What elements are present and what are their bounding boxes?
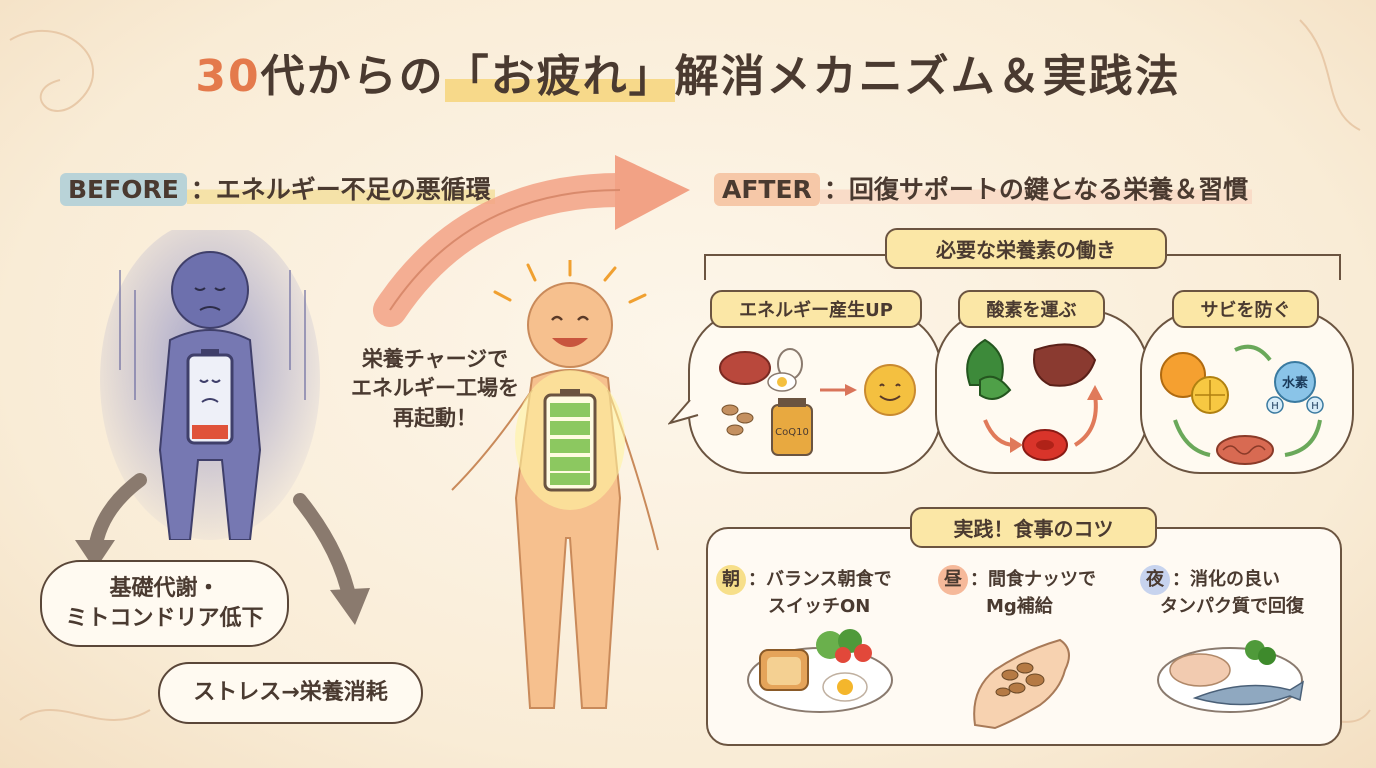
oxygen-foods-illustration bbox=[966, 338, 1103, 461]
liver-icon bbox=[1033, 343, 1097, 387]
nuts-icon bbox=[721, 404, 754, 436]
broccoli-icon bbox=[1245, 640, 1276, 665]
tip-night: 夜：消化の良い タンパク質で回復 bbox=[1140, 565, 1335, 619]
tip-noon-line2: Mg補給 bbox=[986, 596, 1053, 617]
night-dot: 夜 bbox=[1140, 565, 1170, 595]
mitochondria-icon bbox=[1216, 435, 1274, 465]
tip-noon-line1: ：間食ナッツで bbox=[970, 569, 1096, 590]
fish-icon bbox=[1192, 680, 1305, 706]
title-post: 解消メカニズム＆実践法 bbox=[674, 51, 1181, 102]
before-tag: BEFORE bbox=[60, 173, 187, 206]
energy-production-label: エネルギー産生UP bbox=[710, 290, 922, 328]
tip-noon: 昼：間食ナッツで Mg補給 bbox=[938, 565, 1138, 619]
nuts-hand-illustration bbox=[973, 638, 1070, 730]
bubble1-line1: 基礎代謝・ bbox=[109, 576, 220, 601]
practice-title: 実践！食事のコツ bbox=[910, 507, 1157, 548]
coq10-label: CoQ10 bbox=[775, 427, 809, 438]
dinner-plate-illustration bbox=[1157, 640, 1305, 713]
charge-line1: 栄養チャージで bbox=[361, 347, 509, 371]
hydrogen-atom-label-left: H bbox=[1271, 401, 1279, 412]
spinach-icon bbox=[966, 338, 1004, 386]
title-number: 30 bbox=[195, 51, 261, 102]
noon-dot: 昼 bbox=[938, 565, 968, 595]
vicious-cycle-arrows bbox=[75, 473, 370, 625]
after-heading-text: ：回復サポートの鍵となる栄養＆習慣 bbox=[819, 175, 1253, 204]
energy-foods-illustration: CoQ10 bbox=[719, 348, 916, 456]
morning-dot: 朝 bbox=[716, 565, 746, 595]
after-heading: AFTER：回復サポートの鍵となる栄養＆習慣 bbox=[714, 170, 1253, 206]
antioxidant-illustration: 水素 H H bbox=[1160, 344, 1324, 465]
antioxidant-label: サビを防ぐ bbox=[1172, 290, 1319, 328]
before-heading: BEFORE：エネルギー不足の悪循環 bbox=[60, 170, 495, 206]
transition-arrow bbox=[373, 155, 690, 327]
tired-person-illustration bbox=[100, 230, 320, 540]
metabolism-decline-bubble: 基礎代謝・ ミトコンドリア低下 bbox=[40, 560, 289, 648]
bubble2-text: ストレス→栄養消耗 bbox=[193, 680, 388, 705]
tip-morning-line2: スイッチON bbox=[768, 596, 871, 617]
chicken-icon bbox=[1169, 653, 1231, 687]
tip-morning: 朝：バランス朝食で スイッチON bbox=[716, 565, 926, 619]
stress-bubble: ストレス→栄養消耗 bbox=[158, 662, 423, 724]
tip-night-line2: タンパク質で回復 bbox=[1160, 596, 1304, 617]
speech-tail bbox=[668, 399, 699, 425]
smiling-gear-icon bbox=[864, 364, 916, 416]
hydrogen-atom-label-right: H bbox=[1311, 401, 1319, 412]
before-heading-text: ：エネルギー不足の悪循環 bbox=[186, 175, 495, 204]
hydrogen-label: 水素 bbox=[1282, 375, 1308, 391]
title-highlight: 「お疲れ」 bbox=[444, 51, 675, 102]
hydrogen-molecule-icon bbox=[1274, 361, 1316, 403]
title-pre: 代からの bbox=[260, 51, 445, 102]
oxygen-transport-label: 酸素を運ぶ bbox=[958, 290, 1105, 328]
charge-line3: 再起動！ bbox=[393, 405, 477, 430]
nuts-handful-icon bbox=[995, 662, 1045, 697]
tip-night-line1: ：消化の良い bbox=[1172, 569, 1280, 590]
energetic-person-illustration bbox=[451, 260, 659, 709]
tip-morning-line1: ：バランス朝食で bbox=[748, 569, 892, 590]
charge-line2: エネルギー工場を bbox=[351, 376, 519, 401]
meat-icon bbox=[719, 351, 771, 385]
breakfast-plate-illustration bbox=[747, 629, 893, 713]
nutrients-title: 必要な栄養素の働き bbox=[885, 228, 1167, 269]
page-title: 30代からの「お疲れ」解消メカニズム＆実践法 bbox=[0, 40, 1376, 104]
bubble1-line2: ミトコンドリア低下 bbox=[65, 605, 264, 631]
salad-icon bbox=[816, 629, 872, 663]
charge-message: 栄養チャージで エネルギー工場を 再起動！ bbox=[345, 345, 525, 433]
after-tag: AFTER bbox=[714, 173, 820, 206]
